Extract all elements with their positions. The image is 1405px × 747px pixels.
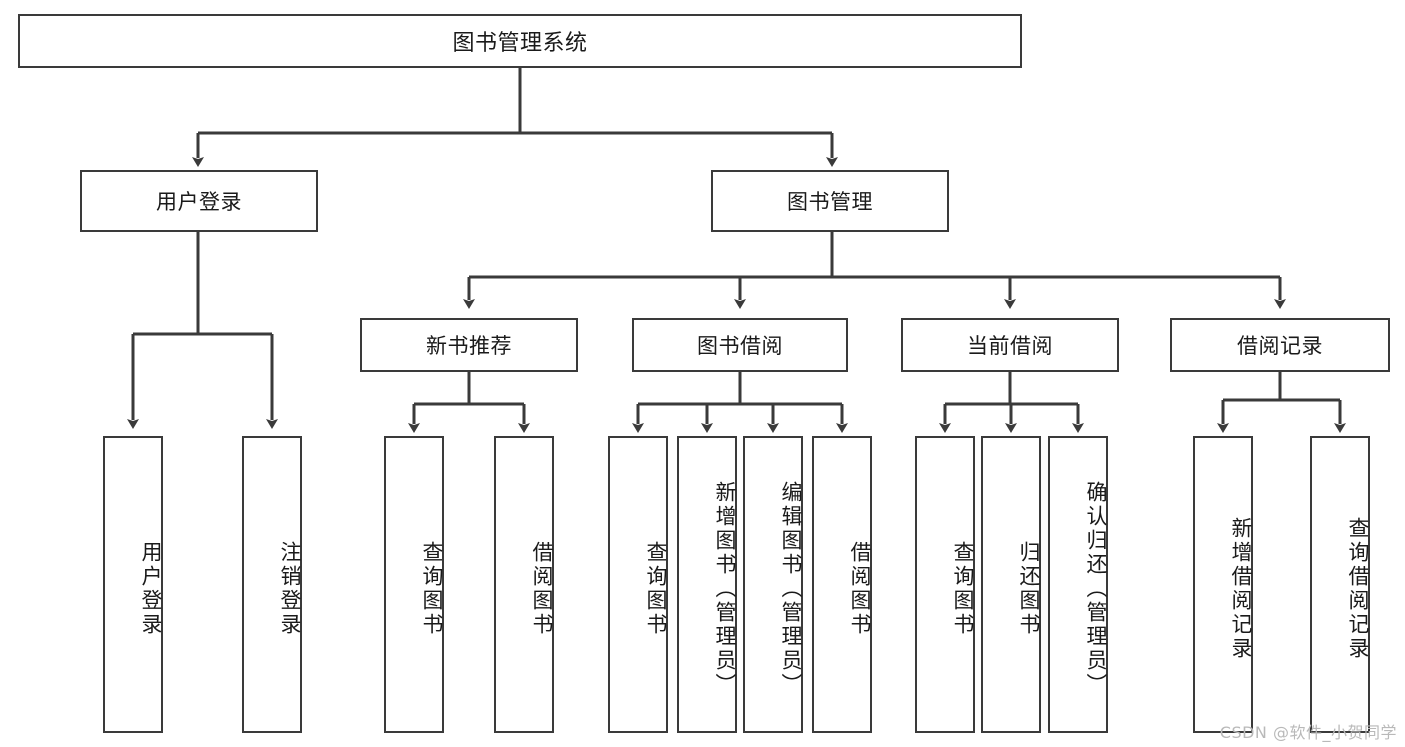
- node-label: 查询图书: [420, 540, 444, 637]
- node-leaf-query-borrow-record[interactable]: 查询借阅记录: [1310, 436, 1370, 733]
- node-borrow-record[interactable]: 借阅记录: [1170, 318, 1390, 372]
- node-label: 查询图书: [644, 540, 668, 637]
- node-label: 借阅图书: [848, 540, 872, 637]
- node-label: 借阅记录: [1237, 334, 1323, 358]
- node-current-borrow[interactable]: 当前借阅: [901, 318, 1119, 372]
- node-label: 查询图书: [951, 540, 975, 637]
- node-leaf-logout-login[interactable]: 注销登录: [242, 436, 302, 733]
- node-leaf-borrow-book-1[interactable]: 借阅图书: [494, 436, 554, 733]
- node-label: 用户登录: [156, 190, 242, 214]
- node-leaf-add-borrow-record[interactable]: 新增借阅记录: [1193, 436, 1253, 733]
- node-label: 图书管理: [787, 190, 873, 214]
- node-label: 新书推荐: [426, 334, 512, 358]
- node-label: 注销登录: [278, 540, 302, 637]
- node-label: 编辑图书（管理员）: [779, 480, 803, 697]
- node-user-login[interactable]: 用户登录: [80, 170, 318, 232]
- node-book-management[interactable]: 图书管理: [711, 170, 949, 232]
- node-label: 归还图书: [1017, 540, 1041, 637]
- node-leaf-query-book-1[interactable]: 查询图书: [384, 436, 444, 733]
- node-label: 新增图书（管理员）: [713, 480, 737, 697]
- node-leaf-confirm-return-admin[interactable]: 确认归还（管理员）: [1048, 436, 1108, 733]
- node-book-borrow[interactable]: 图书借阅: [632, 318, 848, 372]
- node-leaf-query-book-3[interactable]: 查询图书: [915, 436, 975, 733]
- node-leaf-user-login[interactable]: 用户登录: [103, 436, 163, 733]
- node-leaf-query-book-2[interactable]: 查询图书: [608, 436, 668, 733]
- node-label: 用户登录: [139, 540, 163, 637]
- node-new-book-recommend[interactable]: 新书推荐: [360, 318, 578, 372]
- node-label: 图书借阅: [697, 334, 783, 358]
- node-leaf-return-book[interactable]: 归还图书: [981, 436, 1041, 733]
- node-leaf-edit-book-admin[interactable]: 编辑图书（管理员）: [743, 436, 803, 733]
- node-label: 查询借阅记录: [1346, 516, 1370, 661]
- node-label: 确认归还（管理员）: [1084, 480, 1108, 697]
- node-label: 借阅图书: [530, 540, 554, 637]
- node-label: 当前借阅: [967, 334, 1053, 358]
- node-leaf-borrow-book-2[interactable]: 借阅图书: [812, 436, 872, 733]
- node-leaf-add-book-admin[interactable]: 新增图书（管理员）: [677, 436, 737, 733]
- node-label: 新增借阅记录: [1229, 516, 1253, 661]
- csdn-watermark: CSDN @软件_小贺同学: [1219, 723, 1397, 742]
- node-label: 图书管理系统: [452, 31, 588, 56]
- node-root-system[interactable]: 图书管理系统: [18, 14, 1022, 68]
